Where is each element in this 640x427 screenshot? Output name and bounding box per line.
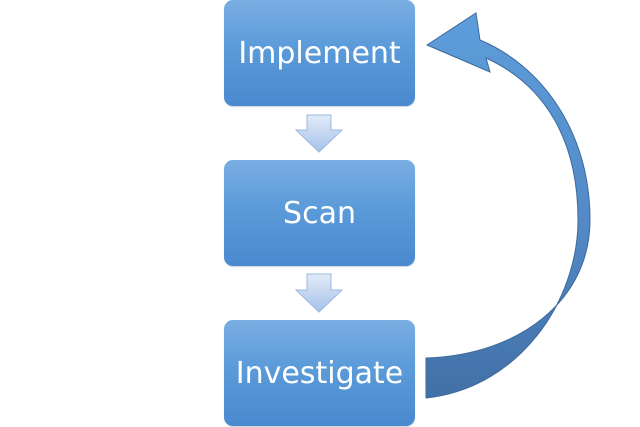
step-label-scan: Scan <box>283 195 356 231</box>
return-arrow-investigate-to-implement <box>425 12 591 399</box>
down-arrow-implement-to-scan <box>294 114 344 153</box>
down-arrow-scan-to-investigate <box>294 273 344 313</box>
step-label-investigate: Investigate <box>235 355 404 391</box>
step-investigate[interactable]: Investigate <box>224 320 415 426</box>
step-implement[interactable]: Implement <box>224 0 415 106</box>
step-label-implement: Implement <box>238 35 401 71</box>
step-scan[interactable]: Scan <box>224 160 415 266</box>
